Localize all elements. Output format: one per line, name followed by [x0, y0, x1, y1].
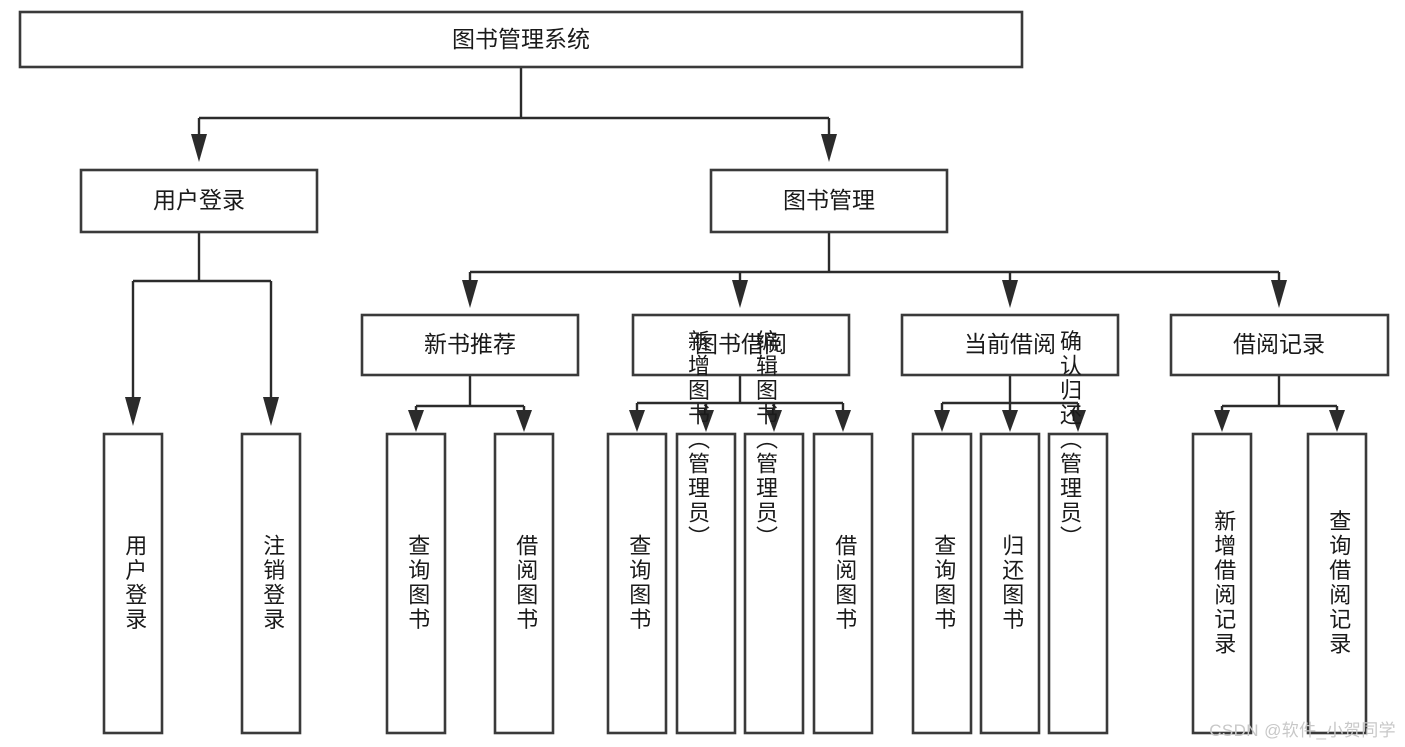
node-leaf-book-borrow-3-box[interactable]: [743, 432, 805, 735]
node-new-book-recommend[interactable]: 新书推荐: [360, 313, 580, 377]
arrow-userlogin-leaf-1: [125, 397, 141, 426]
node-leaf-current-borrow-2-label: 归还图书: [999, 534, 1024, 632]
node-borrow-record-label: 借阅记录: [1233, 331, 1325, 357]
arrow-current-leaf-2: [1002, 410, 1018, 432]
node-leaf-current-borrow-2-box[interactable]: [979, 432, 1041, 735]
arrow-borrow-leaf-4: [835, 410, 851, 432]
node-leaf-current-borrow-1-box[interactable]: [911, 432, 973, 735]
node-leaf-current-borrow-1[interactable]: 查询图书: [911, 432, 973, 735]
node-root-box[interactable]: [18, 10, 1024, 69]
node-leaf-new-book-2-box[interactable]: [493, 432, 555, 735]
node-book-management[interactable]: 图书管理: [709, 168, 949, 234]
node-leaf-new-book-1[interactable]: 查询图书: [385, 432, 447, 735]
node-leaf-user-login-2-label: 注销登录: [260, 534, 285, 632]
connector-group-record: [1214, 375, 1345, 432]
node-user-login[interactable]: 用户登录: [79, 168, 319, 234]
node-leaf-book-borrow-2-box[interactable]: [675, 432, 737, 735]
node-user-login-label: 用户登录: [153, 187, 245, 213]
arrow-bookmgmt-child-3: [1002, 280, 1018, 308]
arrow-borrow-leaf-1: [629, 410, 645, 432]
connector-group-userlogin: [125, 232, 279, 426]
node-new-book-recommend-box[interactable]: [360, 313, 580, 377]
arrow-borrow-leaf-2: [698, 410, 714, 432]
arrow-bookmgmt-child-2: [732, 280, 748, 308]
node-leaf-current-borrow-1-label: 查询图书: [931, 534, 956, 632]
node-leaf-borrow-record-1-box[interactable]: [1191, 432, 1253, 735]
node-leaf-borrow-record-2-label: 查询借阅记录: [1326, 510, 1351, 657]
node-leaf-user-login-1-box[interactable]: [102, 432, 164, 735]
node-leaf-borrow-record-2[interactable]: 查询借阅记录: [1306, 432, 1368, 735]
connector-group-borrow: [629, 375, 851, 432]
node-leaf-borrow-record-1[interactable]: 新增借阅记录: [1191, 432, 1253, 735]
node-book-management-box[interactable]: [709, 168, 949, 234]
node-leaf-book-borrow-2[interactable]: 新增图书（管理员）: [675, 330, 737, 735]
node-book-borrow[interactable]: 图书借阅: [631, 313, 851, 377]
node-leaf-current-borrow-2[interactable]: 归还图书: [979, 432, 1041, 735]
node-leaf-current-borrow-3[interactable]: 确认归还（管理员）: [1047, 330, 1109, 735]
node-book-borrow-box[interactable]: [631, 313, 851, 377]
node-leaf-book-borrow-3-label: 编辑图书（管理员）: [753, 330, 778, 551]
node-current-borrow[interactable]: 当前借阅: [900, 313, 1120, 377]
connector-group-root: [191, 67, 837, 162]
node-leaf-book-borrow-1[interactable]: 查询图书: [606, 432, 668, 735]
connector-group-newbook: [408, 375, 532, 432]
node-leaf-user-login-2[interactable]: 注销登录: [240, 432, 302, 735]
node-root-label: 图书管理系统: [452, 26, 590, 52]
arrow-userlogin-leaf-2: [263, 397, 279, 426]
node-current-borrow-box[interactable]: [900, 313, 1120, 377]
arrow-current-leaf-3: [1070, 410, 1086, 432]
node-user-login-box[interactable]: [79, 168, 319, 234]
node-leaf-new-book-1-label: 查询图书: [405, 534, 430, 632]
node-current-borrow-label: 当前借阅: [964, 331, 1056, 357]
node-borrow-record[interactable]: 借阅记录: [1169, 313, 1390, 377]
node-book-management-label: 图书管理: [783, 187, 875, 213]
arrow-root-to-bookmgmt: [821, 134, 837, 162]
connector-group-bookmgmt: [462, 232, 1287, 308]
node-root[interactable]: 图书管理系统: [18, 10, 1024, 69]
node-new-book-recommend-label: 新书推荐: [424, 331, 516, 357]
node-leaf-user-login-1-label: 用户登录: [122, 534, 147, 632]
arrow-record-leaf-1: [1214, 410, 1230, 432]
node-leaf-current-borrow-3-box[interactable]: [1047, 432, 1109, 735]
arrow-newbook-leaf-2: [516, 410, 532, 432]
arrow-borrow-leaf-3: [766, 410, 782, 432]
node-leaf-book-borrow-2-label: 新增图书（管理员）: [685, 330, 710, 551]
node-leaf-new-book-2[interactable]: 借阅图书: [493, 432, 555, 735]
node-leaf-book-borrow-4-box[interactable]: [812, 432, 874, 735]
arrow-root-to-userlogin: [191, 134, 207, 162]
node-leaf-current-borrow-3-label: 确认归还（管理员）: [1057, 330, 1082, 551]
node-borrow-record-box[interactable]: [1169, 313, 1390, 377]
node-leaf-new-book-2-label: 借阅图书: [513, 534, 538, 632]
arrow-current-leaf-1: [934, 410, 950, 432]
watermark-text: CSDN @软件_小贺同学: [1209, 721, 1396, 740]
arrow-bookmgmt-child-1: [462, 280, 478, 308]
node-leaf-borrow-record-1-label: 新增借阅记录: [1211, 510, 1236, 657]
node-leaf-borrow-record-2-box[interactable]: [1306, 432, 1368, 735]
node-leaf-book-borrow-4-label: 借阅图书: [832, 534, 857, 632]
node-leaf-new-book-1-box[interactable]: [385, 432, 447, 735]
node-leaf-book-borrow-3[interactable]: 编辑图书（管理员）: [743, 330, 805, 735]
node-leaf-user-login-1[interactable]: 用户登录: [102, 432, 164, 735]
node-leaf-book-borrow-4[interactable]: 借阅图书: [812, 432, 874, 735]
arrow-record-leaf-2: [1329, 410, 1345, 432]
node-leaf-user-login-2-box[interactable]: [240, 432, 302, 735]
node-leaf-book-borrow-1-box[interactable]: [606, 432, 668, 735]
arrow-newbook-leaf-1: [408, 410, 424, 432]
node-leaf-book-borrow-1-label: 查询图书: [626, 534, 651, 632]
arrow-bookmgmt-child-4: [1271, 280, 1287, 308]
connector-group-current: [934, 375, 1086, 432]
node-book-borrow-label: 图书借阅: [695, 331, 787, 357]
